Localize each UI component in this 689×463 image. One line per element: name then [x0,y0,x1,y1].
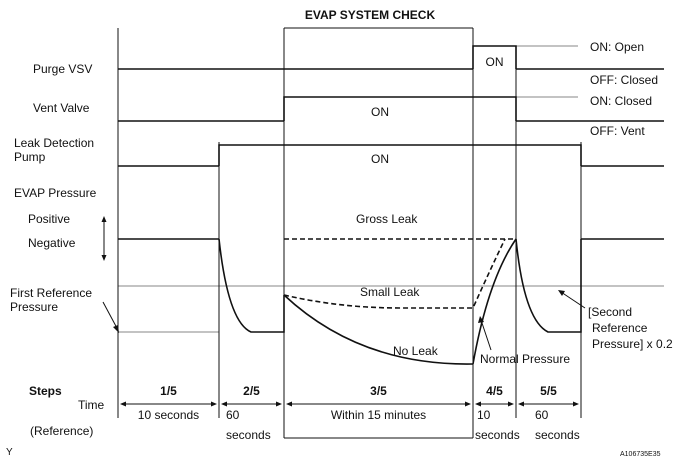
first-ref-label-1: First Reference [10,286,93,300]
first-ref-arrowhead [113,325,119,333]
step-time-2: 60 [226,408,240,422]
leak-pump-label-2: Pump [14,150,46,164]
vent-off-state: OFF: Vent [590,124,645,138]
second-ref-leader [560,291,586,309]
purge-vsv-label: Purge VSV [33,62,93,76]
step-label-1: 1/5 [160,384,177,398]
step-label-2: 2/5 [243,384,260,398]
step-time-2b: seconds [226,428,271,442]
step-time-5: 60 [535,408,549,422]
purge-on-state: ON: Open [590,40,645,54]
corner-letter: Y [6,447,13,458]
normal-pressure-leader [480,319,492,351]
t4-left-head [475,401,481,407]
t5-left-head [518,401,524,407]
leak-pump-label-1: Leak Detection [14,136,95,150]
step5-pressure-curve [515,238,582,333]
reference-row-label: (Reference) [30,424,94,438]
vent-valve-label: Vent Valve [33,101,90,115]
purge-off-state: OFF: Closed [590,73,659,87]
step-label-4: 4/5 [486,384,503,398]
t2-left-head [221,401,227,407]
negative-label: Negative [28,236,76,250]
step-label-5: 5/5 [540,384,557,398]
step-time-5b: seconds [535,428,580,442]
second-ref-label-2: Reference [592,321,648,335]
diagram-title: EVAP SYSTEM CHECK [304,8,436,22]
first-ref-label-2: Pressure [10,300,59,314]
vent-on-pulse [283,96,517,121]
step-time-1: 10 seconds [137,408,200,422]
normal-pressure-arrowhead [478,316,484,323]
step-time-3: Within 15 minutes [330,408,427,422]
time-row-label: Time [78,398,105,412]
no-leak-label: No Leak [393,344,438,358]
t3-left-head [286,401,292,407]
t2-right-head [276,401,282,407]
figure-id: A106735E35 [620,451,661,458]
t1-right-head [211,401,217,407]
small-leak-curve [283,238,506,309]
purge-vsv-on-pulse [472,45,517,69]
pump-on-pulse [218,144,582,166]
purge-on-label: ON [485,55,504,69]
second-ref-label-3: Pressure] x 0.2 [592,337,673,351]
second-ref-arrowhead [558,290,565,296]
t3-right-head [465,401,471,407]
vent-on-state: ON: Closed [590,94,653,108]
vent-on-label: ON [371,105,389,119]
evap-pressure-label: EVAP Pressure [14,186,97,200]
first-ref-leader [102,301,119,331]
step-time-4: 10 [477,408,491,422]
pos-arrowhead [101,216,107,222]
no-leak-curve [283,294,474,365]
normal-pressure-label: Normal Pressure [480,352,571,366]
t5-right-head [573,401,579,407]
step-label-3: 3/5 [370,384,387,398]
steps-row-label: Steps [29,384,62,398]
positive-label: Positive [28,212,71,226]
pump-on-label: ON [371,152,389,166]
gross-leak-label: Gross Leak [356,212,418,226]
neg-arrowhead [101,255,107,261]
step2-pressure-curve [218,238,285,333]
normal-pressure-curve [472,238,517,365]
second-ref-label-1: [Second [588,305,633,319]
step-time-4b: seconds [475,428,520,442]
t4-right-head [508,401,514,407]
t1-left-head [120,401,126,407]
small-leak-label: Small Leak [360,285,420,299]
